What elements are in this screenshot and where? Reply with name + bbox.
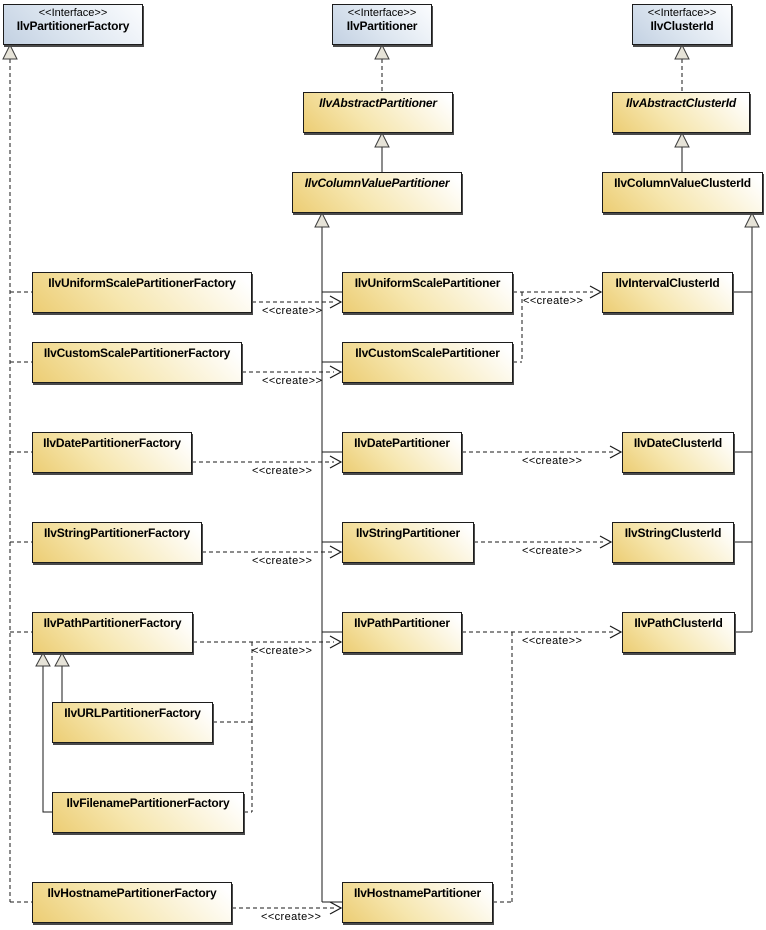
interface-ilv-partitioner[interactable]: <<Interface>> IlvPartitioner: [332, 4, 432, 45]
create-stereotype-label: <<create>>: [523, 295, 584, 307]
class-name: IlvHostnamePartitioner: [354, 886, 481, 900]
class-ilv-abstract-cluster-id[interactable]: IlvAbstractClusterId: [612, 92, 750, 133]
class-name: IlvUniformScalePartitionerFactory: [48, 276, 236, 290]
create-dependency-lines: [192, 291, 613, 909]
class-name: IlvDatePartitionerFactory: [43, 436, 181, 450]
class-ilv-interval-cluster-id[interactable]: IlvIntervalClusterId: [602, 272, 733, 313]
class-ilv-path-partitioner[interactable]: IlvPathPartitioner: [342, 612, 462, 653]
class-name: IlvPathPartitionerFactory: [43, 616, 182, 630]
class-name: IlvUniformScalePartitioner: [354, 276, 501, 290]
class-ilv-column-value-partitioner[interactable]: IlvColumnValuePartitioner: [292, 172, 462, 213]
create-stereotype-label: <<create>>: [252, 465, 313, 477]
class-ilv-path-partitioner-factory[interactable]: IlvPathPartitionerFactory: [32, 612, 193, 653]
stereotype-label: <<Interface>>: [347, 7, 417, 19]
create-stereotype-label: <<create>>: [261, 911, 322, 923]
class-name: IlvDateClusterId: [633, 436, 723, 450]
create-stereotype-label: <<create>>: [262, 305, 323, 317]
class-name: IlvFilenamePartitionerFactory: [66, 796, 230, 810]
class-name: IlvPathPartitioner: [354, 616, 450, 630]
class-name: IlvCustomScalePartitioner: [355, 346, 500, 360]
class-ilv-string-partitioner-factory[interactable]: IlvStringPartitionerFactory: [32, 522, 202, 563]
class-ilv-string-cluster-id[interactable]: IlvStringClusterId: [612, 522, 734, 563]
class-name: IlvAbstractPartitioner: [319, 96, 437, 110]
class-name: IlvStringPartitioner: [355, 526, 461, 540]
class-ilv-custom-scale-partitioner-factory[interactable]: IlvCustomScalePartitionerFactory: [32, 342, 242, 383]
interface-name: IlvClusterId: [650, 19, 714, 33]
interface-ilv-partitioner-factory[interactable]: <<Interface>> IlvPartitionerFactory: [3, 4, 143, 45]
class-name: IlvCustomScalePartitionerFactory: [43, 346, 231, 360]
class-ilv-hostname-partitioner[interactable]: IlvHostnamePartitioner: [342, 882, 493, 923]
create-stereotype-label: <<create>>: [262, 375, 323, 387]
stereotype-label: <<Interface>>: [647, 7, 717, 19]
class-ilv-date-partitioner-factory[interactable]: IlvDatePartitionerFactory: [32, 432, 192, 473]
class-ilv-column-value-cluster-id[interactable]: IlvColumnValueClusterId: [602, 172, 763, 213]
class-ilv-custom-scale-partitioner[interactable]: IlvCustomScalePartitioner: [342, 342, 513, 383]
class-name: IlvURLPartitionerFactory: [64, 706, 201, 720]
interface-name: IlvPartitionerFactory: [16, 19, 130, 33]
class-ilv-uniform-scale-partitioner[interactable]: IlvUniformScalePartitioner: [342, 272, 513, 313]
class-ilv-string-partitioner[interactable]: IlvStringPartitioner: [342, 522, 474, 563]
create-stereotype-label: <<create>>: [252, 645, 313, 657]
create-stereotype-label: <<create>>: [522, 545, 583, 557]
stereotype-label: <<Interface>>: [38, 7, 108, 19]
class-ilv-date-cluster-id[interactable]: IlvDateClusterId: [622, 432, 734, 473]
class-ilv-uniform-scale-partitioner-factory[interactable]: IlvUniformScalePartitionerFactory: [32, 272, 252, 313]
class-name: IlvStringClusterId: [624, 526, 722, 540]
class-ilv-abstract-partitioner[interactable]: IlvAbstractPartitioner: [303, 92, 453, 133]
class-name: IlvHostnamePartitionerFactory: [47, 886, 217, 900]
class-name: IlvColumnValueClusterId: [614, 176, 751, 190]
class-name: IlvIntervalClusterId: [615, 276, 720, 290]
class-ilv-filename-partitioner-factory[interactable]: IlvFilenamePartitionerFactory: [52, 792, 244, 833]
create-stereotype-label: <<create>>: [252, 555, 313, 567]
class-ilv-url-partitioner-factory[interactable]: IlvURLPartitionerFactory: [52, 702, 213, 743]
class-ilv-date-partitioner[interactable]: IlvDatePartitioner: [342, 432, 462, 473]
class-name: IlvPathClusterId: [634, 616, 723, 630]
create-stereotype-label: <<create>>: [522, 455, 583, 467]
class-name: IlvDatePartitioner: [354, 436, 450, 450]
create-stereotype-label: <<create>>: [522, 635, 583, 647]
class-name: IlvColumnValuePartitioner: [304, 176, 450, 190]
interface-name: IlvPartitioner: [346, 19, 418, 33]
interface-ilv-cluster-id[interactable]: <<Interface>> IlvClusterId: [632, 4, 732, 45]
class-ilv-hostname-partitioner-factory[interactable]: IlvHostnamePartitionerFactory: [32, 882, 232, 923]
class-name: IlvStringPartitionerFactory: [44, 526, 190, 540]
class-ilv-path-cluster-id[interactable]: IlvPathClusterId: [622, 612, 735, 653]
class-name: IlvAbstractClusterId: [625, 96, 737, 110]
